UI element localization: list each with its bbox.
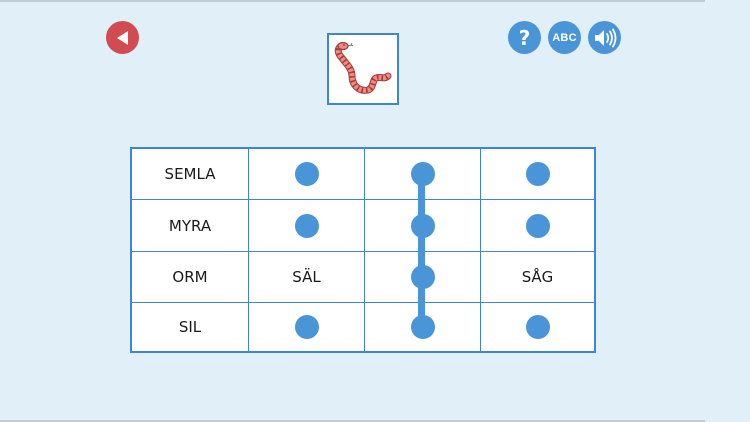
back-button[interactable] xyxy=(106,21,139,54)
bottom-divider xyxy=(0,420,705,422)
row-word-cell: MYRA xyxy=(132,200,249,252)
grid-dot[interactable] xyxy=(294,162,319,186)
word-grid: SEMLA MYRA ORM SÄL SÅG SIL xyxy=(130,147,596,353)
top-divider xyxy=(0,0,705,2)
row-word: MYRA xyxy=(168,216,212,235)
abc-icon: ABC xyxy=(552,31,577,44)
row-word: ORM xyxy=(172,268,208,286)
row-word-cell: ORM xyxy=(132,252,249,303)
sound-button[interactable] xyxy=(588,21,621,54)
grid-dot-selected[interactable] xyxy=(410,315,435,339)
grid-dot-selected[interactable] xyxy=(410,213,435,238)
grid-cell-word[interactable]: SÅG xyxy=(481,252,594,303)
row-word: SEMLA xyxy=(164,165,216,183)
grid-dot[interactable] xyxy=(525,315,550,339)
grid-cell[interactable] xyxy=(481,303,594,351)
grid-dot-selected[interactable] xyxy=(410,265,435,289)
grid-dot-selected[interactable] xyxy=(410,162,435,186)
speaker-icon xyxy=(594,28,616,47)
row-word: SIL xyxy=(178,318,202,336)
row-word-cell: SEMLA xyxy=(132,149,249,200)
grid-dot[interactable] xyxy=(525,162,550,186)
row-word-cell: SIL xyxy=(132,303,249,351)
cell-word: SÄL xyxy=(292,268,321,286)
cell-word: SÅG xyxy=(521,268,554,286)
grid-dot[interactable] xyxy=(294,213,319,238)
abc-button[interactable]: ABC xyxy=(548,21,581,54)
grid-dot[interactable] xyxy=(525,213,550,238)
grid-cell[interactable] xyxy=(481,200,594,252)
help-button[interactable]: ? xyxy=(508,21,541,54)
snake-picture xyxy=(334,41,392,94)
grid-cell[interactable] xyxy=(249,303,365,351)
question-icon: ? xyxy=(518,25,531,50)
grid-cell[interactable] xyxy=(481,149,594,200)
grid-cell[interactable] xyxy=(365,303,481,351)
grid-dot[interactable] xyxy=(294,315,319,339)
grid-cell-word[interactable]: SÄL xyxy=(249,252,365,303)
triangle-left-icon xyxy=(116,30,128,45)
grid-cell[interactable] xyxy=(249,149,365,200)
selected-path-connector xyxy=(418,172,425,326)
prompt-picture[interactable] xyxy=(327,33,399,105)
grid-cell[interactable] xyxy=(249,200,365,252)
